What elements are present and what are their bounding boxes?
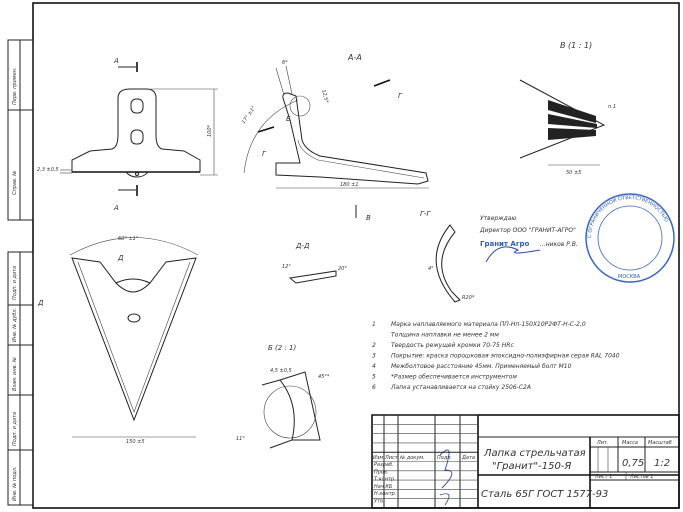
title-block-role: Пров.: [374, 469, 389, 475]
dim-gg-angle: 4°: [428, 266, 434, 272]
strip-label: Инв. № дубл.: [12, 308, 18, 342]
mass-label: Масса: [622, 440, 638, 446]
drawing-frame: [32, 2, 680, 509]
title-block: Лапка стрельчатая "Гранит"-150-Я Сталь 6…: [371, 414, 680, 509]
title-block-header: Изм: [373, 455, 383, 461]
dim-length: 180 ±1: [340, 182, 359, 188]
approval-line2: Директор ООО "ГРАНИТ-АГРО": [479, 227, 576, 234]
view-v-title: В (1 : 1): [560, 41, 592, 50]
front-view: 100* 2,3 ±0,5 А А: [37, 57, 218, 212]
detail-b: Б (2 : 1) 4,5 ±0,5 45°* 11°: [236, 344, 330, 449]
strip-label: Подп. и дата: [12, 412, 18, 446]
section-d-label: Д: [117, 254, 124, 262]
title-block-header: Подп.: [437, 455, 452, 461]
note-text: *Размер обеспечивается инструментом: [391, 374, 517, 381]
drawing-designation: "Гранит"-150-Я: [492, 461, 571, 472]
note-text: Лапка устанавливается на стойку 2506-С2А: [390, 384, 531, 391]
section-gg-title: Г-Г: [420, 210, 431, 218]
scale-value: 1:2: [654, 458, 670, 469]
title-block-header: Дата: [461, 455, 475, 461]
note-number: 3: [372, 353, 376, 360]
stamp-city: МОСКВА: [618, 274, 641, 280]
approval-block: Утверждаю Директор ООО "ГРАНИТ-АГРО" Гра…: [479, 215, 578, 263]
note-number: 1: [372, 321, 376, 328]
title-block-role: Разраб.: [374, 462, 394, 468]
title-block-header: № докум.: [399, 455, 425, 461]
title-block-role: Т.контр.: [374, 477, 396, 483]
lit-label: Лит.: [596, 440, 609, 446]
detail-b-title: Б (2 : 1): [268, 344, 296, 352]
title-block-header: Лист: [384, 455, 399, 461]
dim-gg-radius: R20*: [462, 295, 475, 301]
approval-name: ...ников Р.В.: [540, 241, 578, 248]
dim-thickness: 2,3 ±0,5: [37, 167, 59, 173]
strip-label: Перв. примен.: [12, 67, 18, 105]
note-number: 5: [372, 374, 376, 381]
strip-label: Подп. и дата: [12, 266, 18, 300]
mass-value: 0,75: [622, 458, 644, 469]
dim-b: 4,5 ±0,5: [270, 368, 292, 374]
section-dd-title: Д-Д: [295, 242, 310, 250]
approval-stamp: С ОГРАНИЧЕННОЙ ОТВЕТСТВЕННОСТЬЮ МОСКВА: [585, 193, 675, 283]
section-a-label-bottom: А: [113, 204, 119, 212]
note-text: Покрытие: краска порошковая эпоксидно-по…: [391, 353, 620, 360]
dim-dd-angle1: 12°: [282, 264, 291, 270]
stamp-logo: Гранит Агро: [480, 240, 530, 248]
dim-height: 100*: [207, 124, 213, 137]
section-dd: Д-Д 12° 20°: [282, 242, 347, 284]
title-block-role: Нач.КБ: [374, 484, 393, 490]
strip-label: Взам. инв. №: [12, 357, 18, 391]
side-strip: Перв. примен. Справ. № Подп. и дата Инв.…: [7, 39, 34, 506]
strip-label: Инв. № подл.: [12, 467, 18, 502]
note-text: Марка наплавляемого материала ПП-Нп-150Х…: [391, 321, 586, 328]
section-gg: Г-Г 4° R20*: [420, 210, 475, 303]
section-g-label: Г: [262, 150, 267, 158]
note-text: Толщина наплавки не менее 2 мм: [391, 332, 499, 339]
sheets-label: Листов 1: [629, 474, 653, 480]
strip-label: Справ. №: [12, 171, 18, 195]
plan-view: 60° ±1° 150 ±5 Д Д: [37, 236, 199, 445]
material: Сталь 65Г ГОСТ 1577-93: [481, 489, 608, 500]
dim-b-angle2: 11°: [236, 436, 245, 442]
dim-width: 150 ±5: [126, 439, 145, 445]
sheet-label: Лист 1: [594, 474, 612, 480]
note-number: 4: [372, 363, 376, 370]
bolt-hole: [130, 129, 144, 145]
signature: [485, 246, 541, 263]
view-v: В (1 : 1) 50 ±5 п.1: [519, 41, 616, 176]
scale-label: Масштаб: [648, 440, 672, 446]
view-v-ref: В: [366, 214, 371, 222]
technical-notes: 1 Марка наплавляемого материала ПП-Нп-150…: [372, 321, 620, 391]
dim-stand: 6*: [282, 60, 288, 66]
detail-b-ref: Б: [286, 115, 291, 123]
section-aa-title: А-А: [347, 53, 362, 62]
approval-line1: Утверждаю: [480, 215, 516, 222]
dim-tip-angle: 60° ±1°: [118, 236, 139, 242]
dim-dd-angle2: 20°: [338, 266, 347, 272]
section-aa: А-А 6* 12,5* 17° ±1° Б 180 ±1 Г Г В: [241, 53, 429, 222]
stamp-text: С ОГРАНИЧЕННОЙ ОТВЕТСТВЕННОСТЬЮ: [587, 195, 670, 238]
dim-angle: 17° ±1°: [241, 105, 258, 125]
note-text: Межболтовое расстояние 45мм. Применяемый…: [391, 363, 572, 370]
note-number: 6: [372, 384, 376, 391]
dim-b-angle: 45°*: [318, 374, 330, 380]
section-g-label: Г: [398, 92, 403, 100]
dim-v-width: 50 ±5: [566, 170, 581, 176]
note-number: 2: [372, 342, 376, 349]
bolt-hole: [130, 98, 144, 114]
svg-text:С ОГРАНИЧЕННОЙ ОТВЕТСТВЕННОСТЬ: С ОГРАНИЧЕННОЙ ОТВЕТСТВЕННОСТЬЮ: [587, 195, 670, 238]
title-block-role: Н.контр.: [374, 491, 396, 497]
dim-offset: 12,5*: [320, 89, 329, 104]
drawing-title: Лапка стрельчатая: [483, 448, 586, 459]
title-block-role: Утв.: [374, 499, 385, 505]
section-d-label: Д: [37, 299, 44, 307]
signatures: [439, 449, 453, 506]
section-a-label-top: А: [113, 57, 119, 65]
note-text: Твердость режущей кромки 70-75 HRc: [391, 342, 514, 349]
note-ref: п.1: [608, 104, 616, 110]
